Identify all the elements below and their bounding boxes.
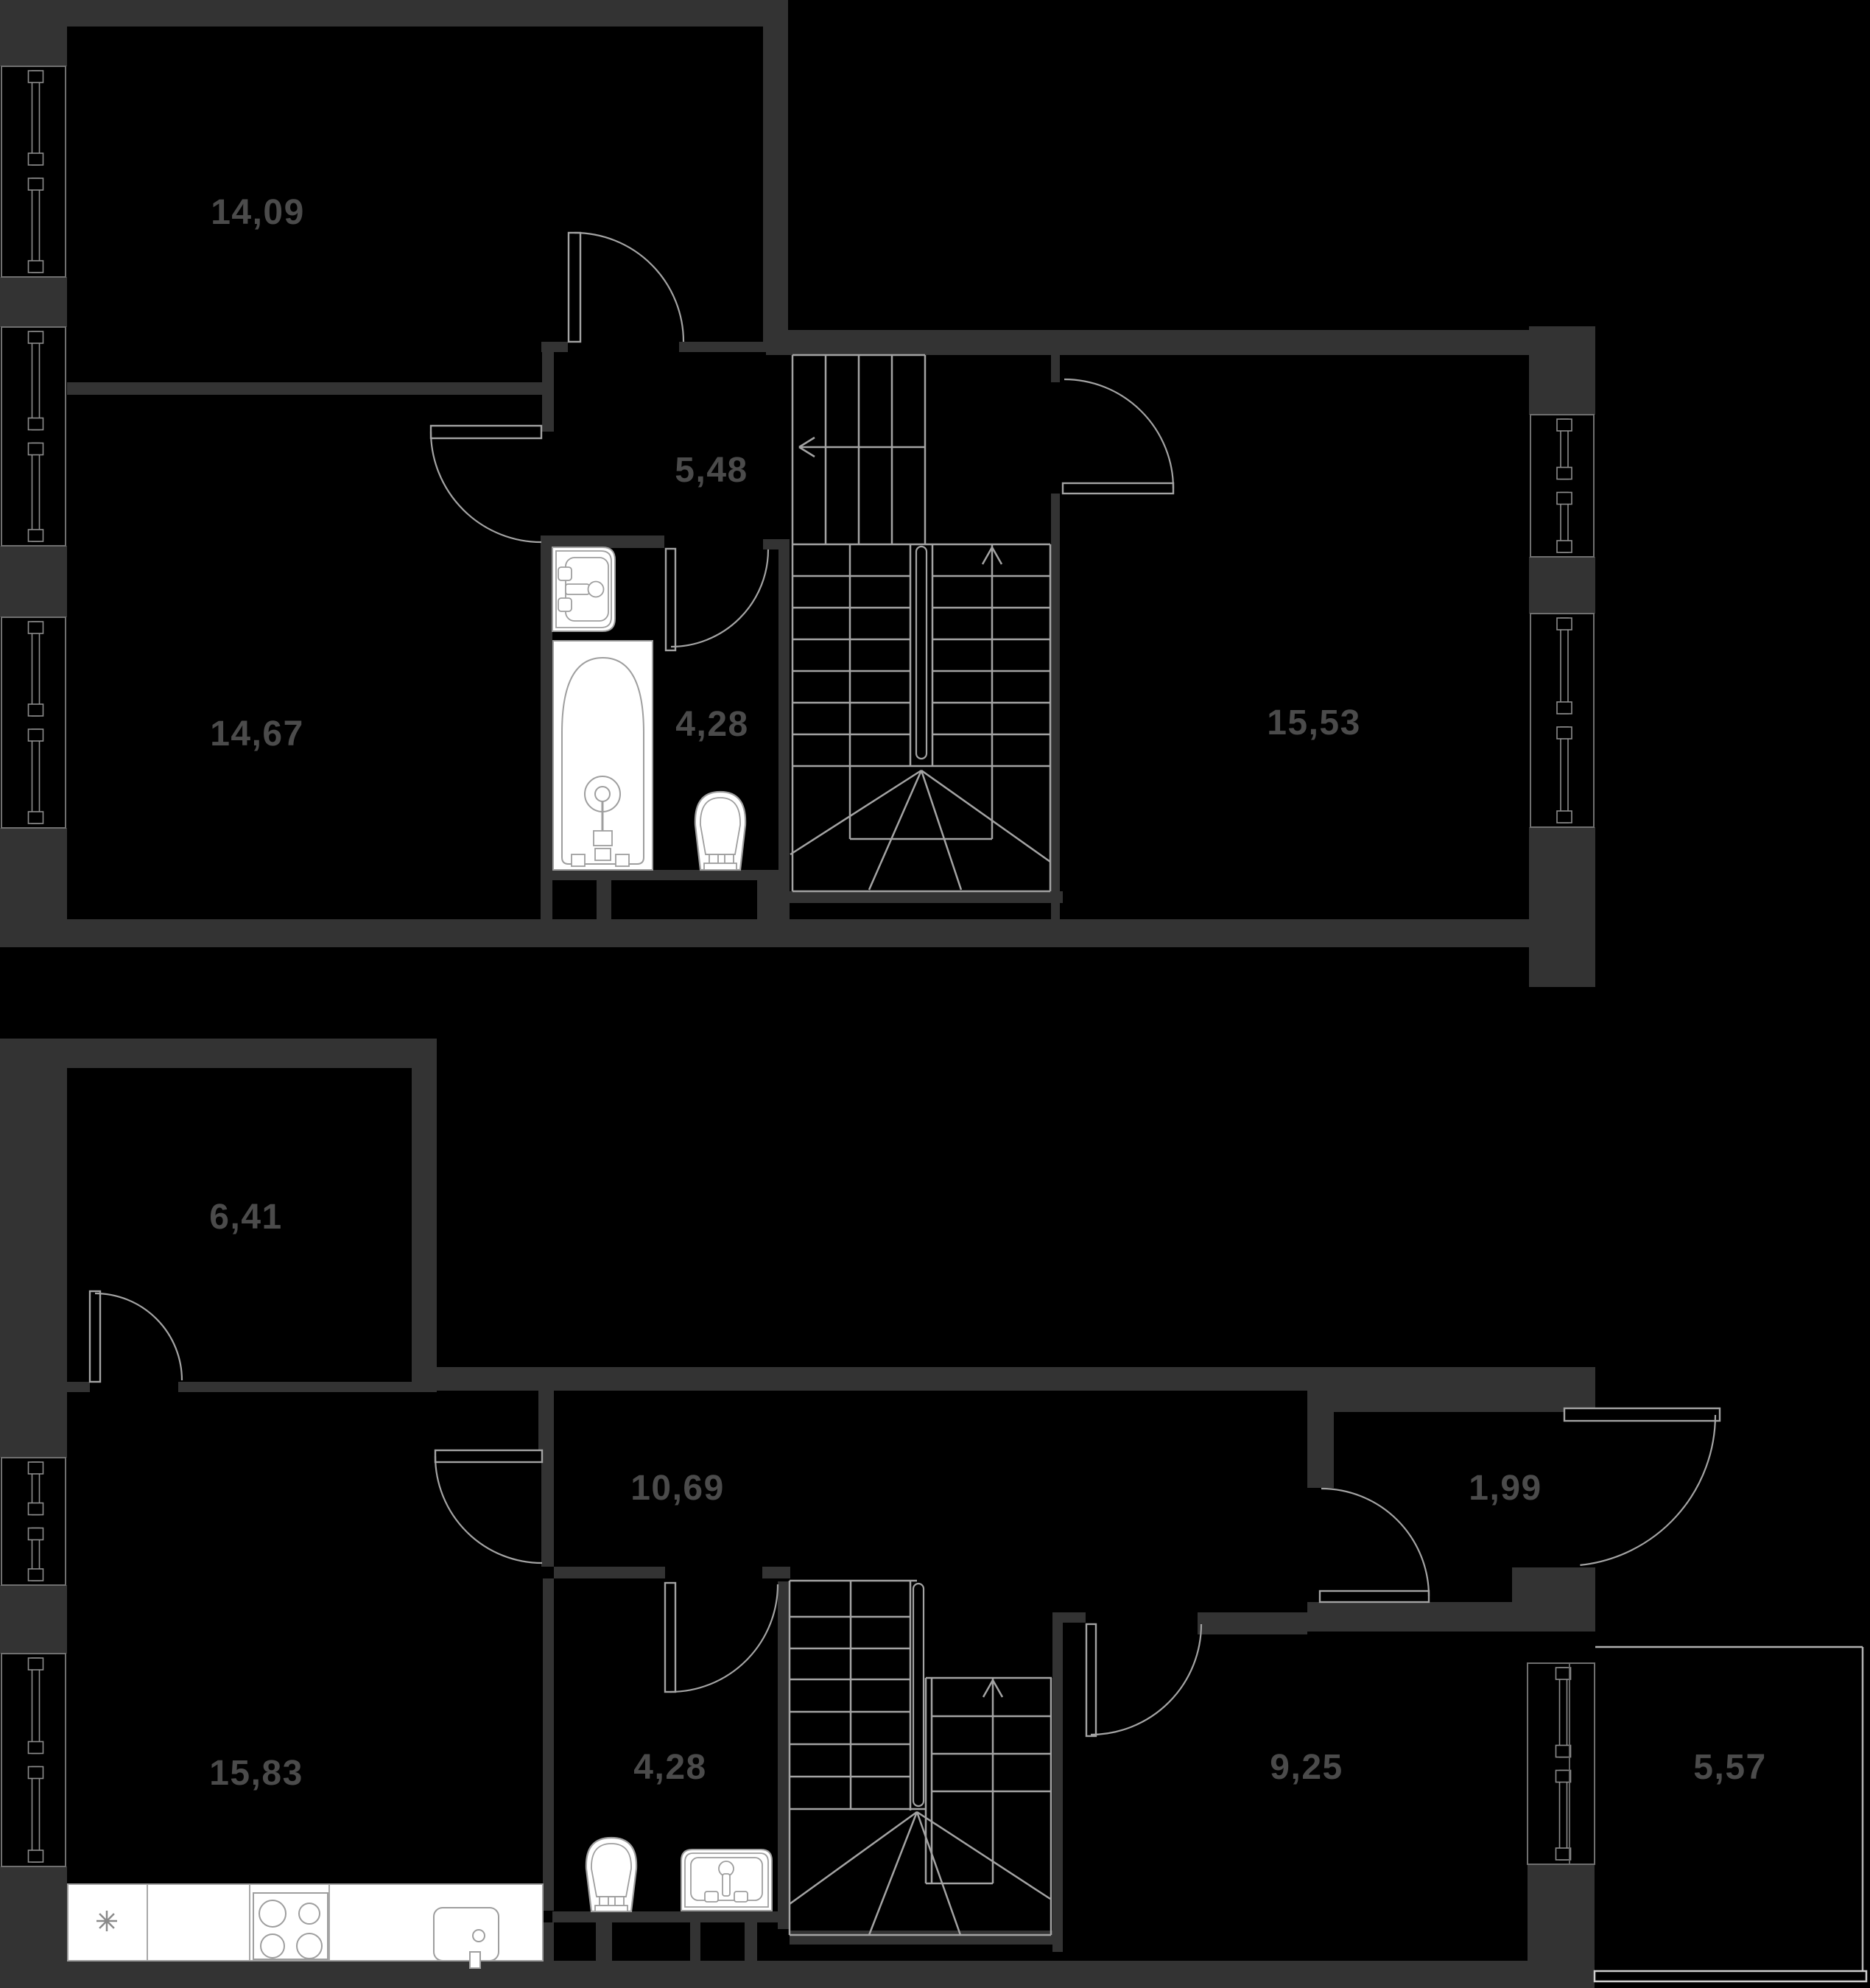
svg-text:5,57: 5,57 [1693, 1748, 1766, 1787]
svg-text:6,41: 6,41 [209, 1198, 282, 1237]
svg-text:4,28: 4,28 [633, 1748, 706, 1787]
svg-text:14,67: 14,67 [210, 714, 304, 754]
svg-text:4,28: 4,28 [675, 705, 748, 744]
svg-text:9,25: 9,25 [1270, 1748, 1343, 1787]
svg-text:15,83: 15,83 [209, 1754, 303, 1793]
svg-text:5,48: 5,48 [675, 451, 748, 490]
svg-text:1,99: 1,99 [1469, 1469, 1542, 1508]
svg-text:15,53: 15,53 [1267, 703, 1361, 742]
svg-text:10,69: 10,69 [630, 1469, 725, 1508]
svg-text:14,09: 14,09 [211, 193, 305, 232]
